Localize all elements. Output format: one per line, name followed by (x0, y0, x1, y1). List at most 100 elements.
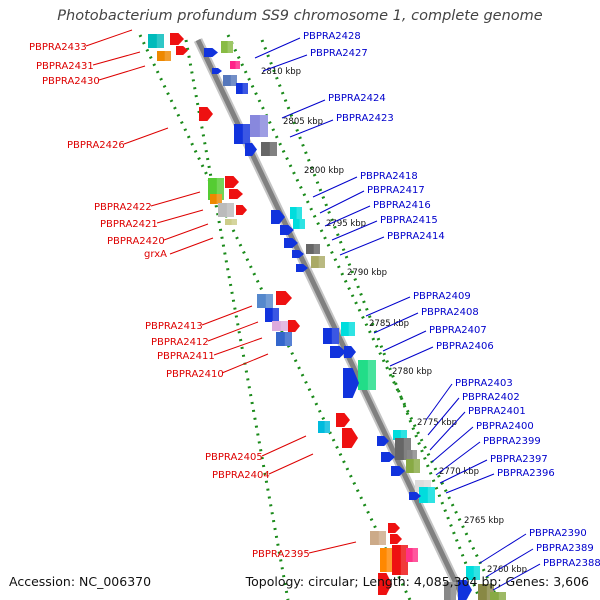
gene-arrow (170, 33, 184, 45)
gene-label: PBPRA2401 (468, 406, 526, 417)
tick-label: 2760 kbp (487, 565, 527, 575)
gene-label: PBPRA2433 (29, 42, 87, 53)
label-leader (479, 533, 527, 564)
gene-block-shade (498, 592, 506, 600)
label-leader (98, 65, 146, 81)
gene-block (444, 582, 456, 600)
gene-arrow (342, 428, 358, 448)
label-leader (123, 127, 169, 145)
label-leader (382, 330, 427, 352)
map-title: Photobacterium profundum SS9 chromosome … (57, 8, 543, 24)
gene-arrow (292, 250, 304, 258)
label-leader (262, 54, 308, 72)
gene-block (157, 51, 171, 61)
gene-arrow (280, 225, 294, 235)
gene-block-shade (413, 459, 420, 473)
gene-block-shade (331, 328, 339, 344)
gene-block-shade (423, 480, 431, 492)
gene-block-shade (227, 41, 233, 53)
label-leader (339, 236, 385, 256)
gene-block-shade (296, 207, 302, 219)
gene-arrow (330, 346, 346, 358)
gene-block (230, 61, 240, 69)
gene-arrow (271, 210, 285, 224)
label-leader (435, 441, 481, 476)
gene-label: PBPRA2396 (497, 468, 555, 479)
genome-summary-text: Topology: circular; Length: 4,085,304 bp… (245, 574, 589, 589)
gene-block (393, 430, 407, 440)
gene-block (276, 332, 292, 346)
tick-label: 2785 kbp (369, 319, 409, 329)
tick-label: 2805 kbp (283, 117, 323, 127)
gene-arrow (284, 238, 298, 248)
gene-label: PBPRA2421 (100, 219, 158, 230)
gene-label: PBPRA2412 (151, 337, 209, 348)
gene-features (148, 33, 506, 600)
gene-label: PBPRA2407 (429, 325, 487, 336)
gene-block-shade (242, 83, 248, 94)
gene-block (358, 360, 376, 390)
tick-label: 2800 kbp (304, 166, 344, 176)
label-leader (85, 29, 133, 47)
gene-arrow (336, 413, 350, 427)
gene-label: PBPRA2395 (252, 549, 310, 560)
gene-block (272, 321, 288, 331)
gene-label: PBPRA2428 (303, 31, 361, 42)
label-leader (201, 305, 253, 326)
gene-block (392, 545, 408, 575)
gene-block-shade (367, 360, 376, 390)
gene-block-shade (280, 321, 288, 331)
gene-block (221, 41, 233, 53)
gene-block (236, 83, 248, 94)
gene-label: PBPRA2397 (490, 454, 548, 465)
gene-label: PBPRA2399 (483, 436, 541, 447)
gene-arrow (204, 48, 218, 57)
gene-arrow (388, 523, 400, 533)
gene-block-shade (156, 34, 164, 48)
gene-block (323, 328, 339, 344)
gene-label: PBPRA2404 (212, 470, 270, 481)
label-leader (485, 548, 534, 578)
gene-block-shade (235, 61, 240, 69)
gene-label: PBPRA2426 (67, 140, 125, 151)
gene-label: PBPRA2408 (421, 307, 479, 318)
gene-label: PBPRA2416 (373, 200, 431, 211)
gene-block-shade (403, 438, 411, 460)
label-leader (427, 397, 460, 436)
label-leader (429, 411, 466, 451)
tick-label: 2780 kbp (392, 367, 432, 377)
gene-block (380, 548, 392, 572)
gene-block (341, 322, 355, 336)
gene-label: PBPRA2405 (205, 452, 263, 463)
label-leader (431, 426, 474, 463)
gene-arrow (409, 492, 421, 500)
gene-block (257, 294, 273, 308)
gene-label: PBPRA2388 (543, 558, 600, 569)
gene-block (290, 207, 302, 219)
gene-label: grxA (144, 249, 167, 260)
gene-block-shade (216, 194, 222, 204)
gene-block-shade (324, 421, 330, 433)
label-leader (331, 220, 378, 241)
gene-arrow (378, 573, 392, 595)
gene-arrow (245, 143, 257, 156)
gene-block-shade (230, 75, 237, 86)
gene-block (466, 566, 480, 580)
gene-block-shade (412, 450, 417, 460)
gene-label: PBPRA2424 (328, 93, 386, 104)
gene-block-shade (378, 531, 386, 545)
gene-label: PBPRA2415 (380, 215, 438, 226)
gene-label: PBPRA2430 (42, 76, 100, 87)
gene-block (406, 548, 418, 562)
gene-block-shade (269, 142, 277, 156)
gene-block-shade (318, 256, 325, 268)
label-leader (439, 459, 488, 484)
gene-block-shade (412, 548, 418, 562)
gene-block-shade (164, 51, 171, 61)
gene-block-shade (427, 487, 435, 503)
label-leader (169, 237, 214, 255)
label-leader (254, 37, 301, 59)
tick-label: 2790 kbp (347, 268, 387, 278)
gene-label: PBPRA2400 (476, 421, 534, 432)
